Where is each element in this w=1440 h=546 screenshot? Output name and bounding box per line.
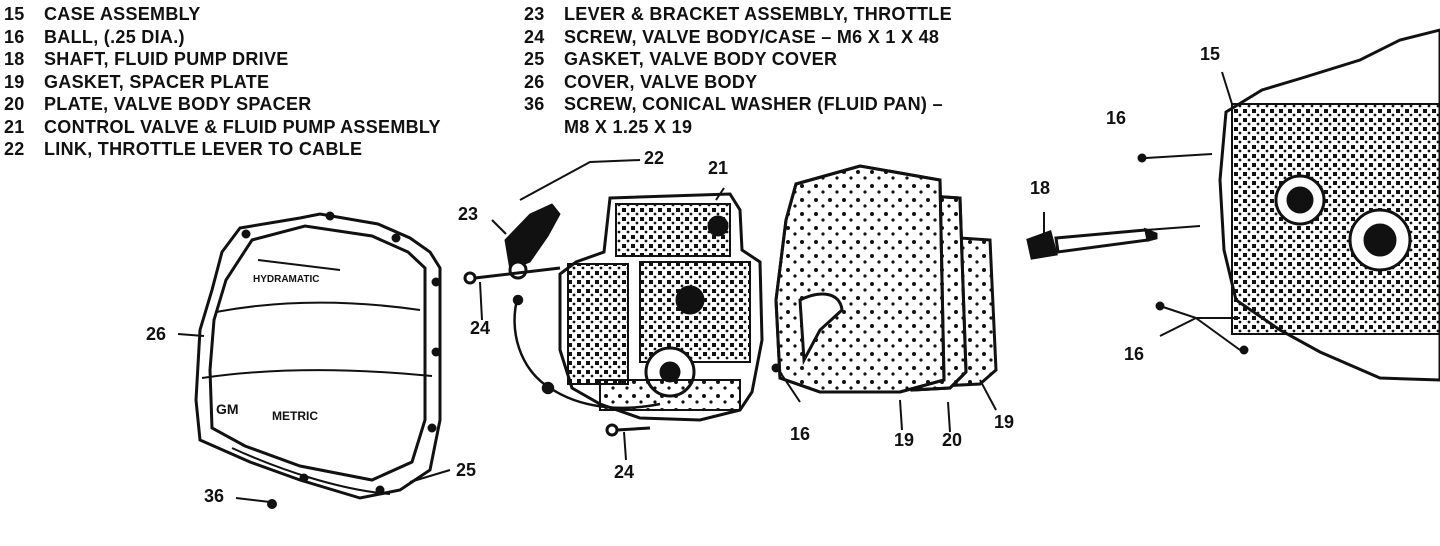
legend-row: 20 PLATE, VALVE BODY SPACER	[4, 93, 441, 116]
legend-row: 25 GASKET, VALVE BODY COVER	[524, 48, 952, 71]
valve-body-cover	[194, 211, 442, 500]
legend-row: 15 CASE ASSEMBLY	[4, 3, 441, 26]
legend-row: 18 SHAFT, FLUID PUMP DRIVE	[4, 48, 441, 71]
callout-24: 24	[614, 462, 635, 482]
legend-text: COVER, VALVE BODY	[564, 71, 758, 92]
legend-text: M8 X 1.25 X 19	[564, 116, 693, 137]
pump-drive-shaft	[1026, 227, 1158, 260]
legend-num: 19	[4, 71, 25, 92]
legend-row: 21 CONTROL VALVE & FLUID PUMP ASSEMBLY	[4, 116, 441, 139]
legend-num: 23	[524, 4, 545, 24]
callout-26: 26	[146, 324, 167, 344]
cover-gm-text: GM	[216, 401, 239, 417]
ball-markers	[771, 153, 1249, 403]
legend-num: 36	[524, 94, 545, 114]
callout-16: 16	[1106, 108, 1127, 128]
legend-text: CONTROL VALVE & FLUID PUMP ASSEMBLY	[44, 116, 441, 137]
control-valve-assembly	[558, 192, 764, 422]
legend-text: SCREW, VALVE BODY/CASE – M6 X 1 X 48	[564, 26, 940, 47]
callout-24: 24	[470, 318, 491, 338]
cover-metric-text: METRIC	[272, 409, 318, 423]
callout-23: 23	[458, 204, 479, 224]
legend-row: 24 SCREW, VALVE BODY/CASE – M6 X 1 X 48	[524, 26, 952, 49]
legend-text: PLATE, VALVE BODY SPACER	[44, 94, 312, 114]
legend-num: 20	[4, 94, 25, 114]
legend-row: 16 BALL, (.25 DIA.)	[4, 26, 441, 49]
throttle-link	[512, 294, 661, 410]
case-assembly	[1218, 28, 1440, 382]
callout-22: 22	[644, 148, 665, 168]
legend-row: 23 LEVER & BRACKET ASSEMBLY, THROTTLE	[524, 3, 952, 26]
callout-20: 20	[942, 430, 963, 450]
callout-15: 15	[1200, 44, 1221, 64]
callout-21: 21	[708, 158, 729, 178]
legend-num: 16	[4, 26, 25, 47]
legend-row: 26 COVER, VALVE BODY	[524, 71, 952, 94]
legend-text: GASKET, SPACER PLATE	[44, 71, 270, 92]
lever-bracket-throttle	[504, 203, 561, 280]
leader-lines	[177, 71, 1233, 509]
screw-valve-body-case	[463, 266, 651, 437]
legend-text: BALL, (.25 DIA.)	[44, 26, 185, 47]
cover-brand-text: HYDRAMATIC	[253, 274, 319, 285]
spacer-plate-stack	[774, 164, 998, 394]
callout-16: 16	[790, 424, 811, 444]
legend-text: LEVER & BRACKET ASSEMBLY, THROTTLE	[564, 4, 952, 24]
legend-row: 36 SCREW, CONICAL WASHER (FLUID PAN) –	[524, 93, 952, 116]
callout-16: 16	[1124, 344, 1145, 364]
callout-25: 25	[456, 460, 477, 480]
legend-num: 26	[524, 71, 545, 92]
callout-18: 18	[1030, 178, 1051, 198]
legend-row: 19 GASKET, SPACER PLATE	[4, 71, 441, 94]
callout-19: 19	[994, 412, 1015, 432]
legend-num: 18	[4, 49, 25, 69]
legend-left: 15 CASE ASSEMBLY 16 BALL, (.25 DIA.) 18 SHA…	[4, 3, 441, 161]
callout-36: 36	[204, 486, 225, 506]
legend-num: 15	[4, 4, 25, 24]
legend-row: M8 X 1.25 X 19	[524, 116, 952, 139]
callout-19: 19	[894, 430, 915, 450]
legend-text: LINK, THROTTLE LEVER TO CABLE	[44, 139, 363, 159]
legend-row: 22 LINK, THROTTLE LEVER TO CABLE	[4, 138, 441, 161]
legend-num: 22	[4, 139, 25, 159]
legend-text: CASE ASSEMBLY	[44, 4, 201, 24]
legend-num: 21	[4, 116, 25, 137]
legend-text: GASKET, VALVE BODY COVER	[564, 49, 838, 69]
legend-num: 24	[524, 26, 545, 47]
legend-text: SCREW, CONICAL WASHER (FLUID PAN) –	[564, 94, 943, 114]
legend-num: 25	[524, 49, 545, 69]
legend-text: SHAFT, FLUID PUMP DRIVE	[44, 49, 289, 69]
